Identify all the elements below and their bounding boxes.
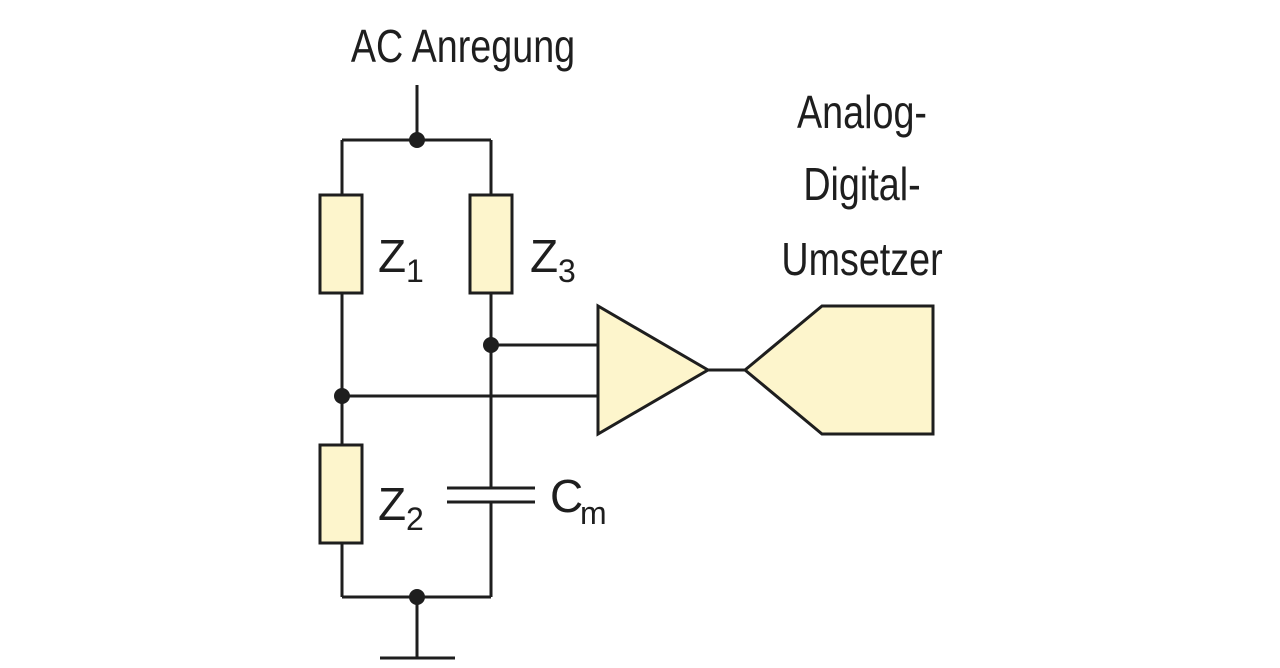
adc-block — [742, 304, 935, 436]
label-main: Z — [530, 230, 558, 282]
label-sub: 3 — [558, 253, 576, 289]
label-sub: m — [580, 495, 607, 531]
z2-label: Z 2 — [378, 478, 424, 537]
label-main: Z — [378, 478, 406, 530]
impedance-z3 — [468, 193, 514, 295]
adc-label-line: Umsetzer — [781, 233, 942, 284]
junction-dots — [334, 132, 499, 605]
excitation-label: AC Anregung — [351, 20, 575, 71]
adc-label-line: Analog- — [797, 86, 927, 137]
label-main: C — [550, 470, 583, 522]
capacitor-cm — [447, 486, 535, 504]
cm-label: C m — [550, 470, 607, 531]
wires — [340, 85, 745, 658]
impedance-z1 — [318, 193, 364, 295]
adc-label-line: Digital- — [803, 158, 920, 209]
amplifier — [596, 303, 711, 437]
impedance-z2 — [318, 443, 364, 545]
label-main: Z — [378, 230, 406, 282]
label-sub: 2 — [406, 501, 424, 537]
z1-label: Z 1 — [378, 230, 424, 289]
adc-label: Analog- Digital- Umsetzer — [781, 86, 942, 284]
z3-label: Z 3 — [530, 230, 576, 289]
label-sub: 1 — [406, 253, 424, 289]
